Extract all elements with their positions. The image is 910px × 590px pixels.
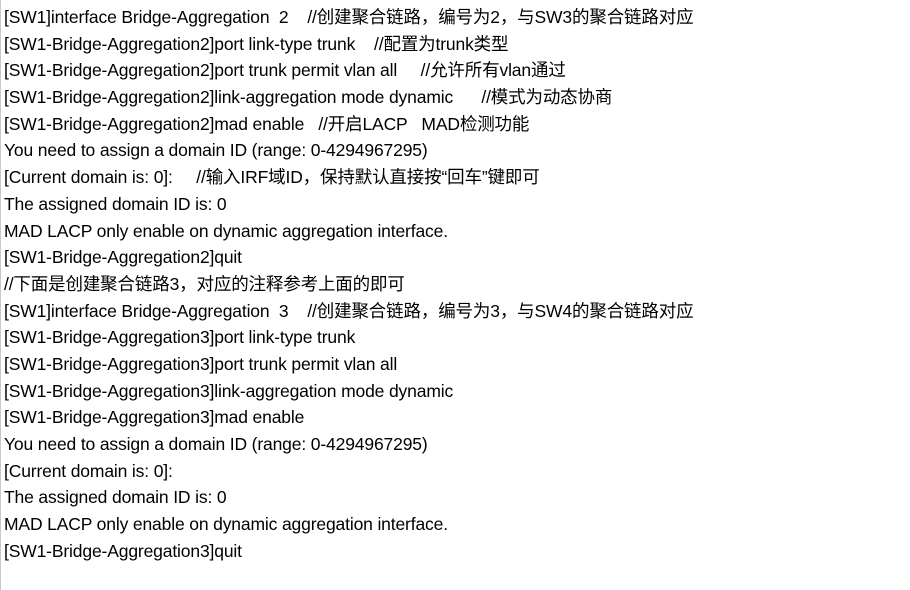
terminal-line: //下面是创建聚合链路3，对应的注释参考上面的即可 [4, 273, 405, 294]
terminal-line: [Current domain is: 0]: //输入IRF域ID，保持默认直… [4, 167, 540, 188]
terminal-line: [SW1-Bridge-Aggregation3]mad enable [4, 407, 305, 428]
terminal-line: [SW1-Bridge-Aggregation2]quit [4, 247, 242, 268]
terminal-line: You need to assign a domain ID (range: 0… [4, 140, 428, 161]
terminal-line: You need to assign a domain ID (range: 0… [4, 434, 428, 454]
terminal-line: [SW1-Bridge-Aggregation2]port trunk perm… [4, 60, 566, 81]
terminal-line: [SW1]interface Bridge-Aggregation 3 //创建… [4, 300, 694, 321]
terminal-line: [SW1]interface Bridge-Aggregation 2 //创建… [4, 7, 694, 27]
terminal-line: The assigned domain ID is: 0 [4, 487, 227, 508]
terminal-line: [SW1-Bridge-Aggregation3]port trunk perm… [4, 353, 398, 374]
terminal-line: [SW1-Bridge-Aggregation2]link-aggregatio… [4, 87, 613, 108]
terminal-line: [SW1-Bridge-Aggregation3]quit [4, 540, 242, 561]
terminal-line: MAD LACP only enable on dynamic aggregat… [4, 220, 448, 241]
terminal-line: [SW1-Bridge-Aggregation3]port link-type … [4, 327, 356, 348]
terminal-line: [SW1-Bridge-Aggregation2]mad enable //开启… [4, 113, 530, 134]
terminal-line: [Current domain is: 0]: [4, 460, 173, 481]
terminal-line: The assigned domain ID is: 0 [4, 193, 227, 214]
terminal-line: [SW1-Bridge-Aggregation2]port link-type … [4, 33, 509, 54]
terminal-line: [SW1-Bridge-Aggregation3]link-aggregatio… [4, 380, 454, 401]
terminal-line: MAD LACP only enable on dynamic aggregat… [4, 514, 448, 535]
